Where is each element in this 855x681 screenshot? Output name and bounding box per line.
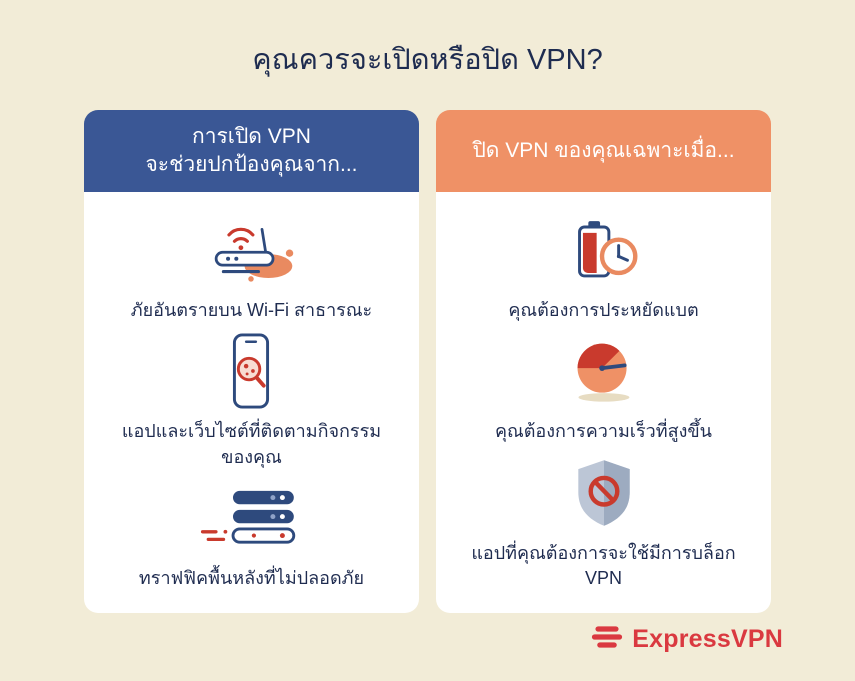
vpn-off-card: ปิด VPN ของคุณเฉพาะเมื่อ... <box>436 110 771 613</box>
item-label: แอปและเว็บไซต์ที่ติดตามกิจกรรม ของคุณ <box>121 421 382 467</box>
list-item: ทราฟฟิคพื้นหลังที่ไม่ปลอดภัย <box>139 478 364 591</box>
speedometer-icon <box>558 331 648 411</box>
list-item: คุณต้องการความเร็วที่สูงขึ้น <box>495 331 712 444</box>
list-item: คุณต้องการประหยัดแบต <box>508 210 699 323</box>
list-item: ภัยอันตรายบน Wi-Fi สาธารณะ <box>131 210 372 323</box>
server-traffic-icon <box>195 478 309 558</box>
battery-clock-icon <box>559 210 647 290</box>
page-title: คุณควรจะเปิดหรือปิด VPN? <box>252 44 603 76</box>
list-item: แอปที่คุณต้องการจะใช้มีการบล็อก VPN <box>471 453 736 591</box>
vpn-on-card-body: ภัยอันตรายบน Wi-Fi สาธารณะ <box>84 192 419 613</box>
vpn-on-card-header: การเปิด VPN จะช่วยปกป้องคุณจาก... <box>84 110 419 192</box>
vpn-off-card-body: คุณต้องการประหยัดแบต คุณต้องการความเร็วท… <box>436 192 771 613</box>
expressvpn-logo: ExpressVPN <box>591 624 783 655</box>
item-label: คุณต้องการประหยัดแบต <box>508 300 699 321</box>
wifi-router-icon <box>195 210 307 290</box>
blocked-shield-icon <box>573 453 635 533</box>
item-label: ภัยอันตรายบน Wi-Fi สาธารณะ <box>130 300 373 321</box>
item-label: ทราฟฟิคพื้นหลังที่ไม่ปลอดภัย <box>138 567 365 588</box>
tracking-phone-icon <box>226 331 276 411</box>
expressvpn-wordmark: ExpressVPN <box>632 625 783 653</box>
expressvpn-logomark-icon <box>591 624 623 655</box>
item-label: แอปที่คุณต้องการจะใช้มีการบล็อก VPN <box>471 542 736 588</box>
vpn-off-card-header: ปิด VPN ของคุณเฉพาะเมื่อ... <box>436 110 771 192</box>
cards-row: การเปิด VPN จะช่วยปกป้องคุณจาก... <box>0 110 855 613</box>
vpn-on-card: การเปิด VPN จะช่วยปกป้องคุณจาก... <box>84 110 419 613</box>
list-item: แอปและเว็บไซต์ที่ติดตามกิจกรรม ของคุณ <box>122 331 381 469</box>
item-label: คุณต้องการความเร็วที่สูงขึ้น <box>494 421 712 442</box>
